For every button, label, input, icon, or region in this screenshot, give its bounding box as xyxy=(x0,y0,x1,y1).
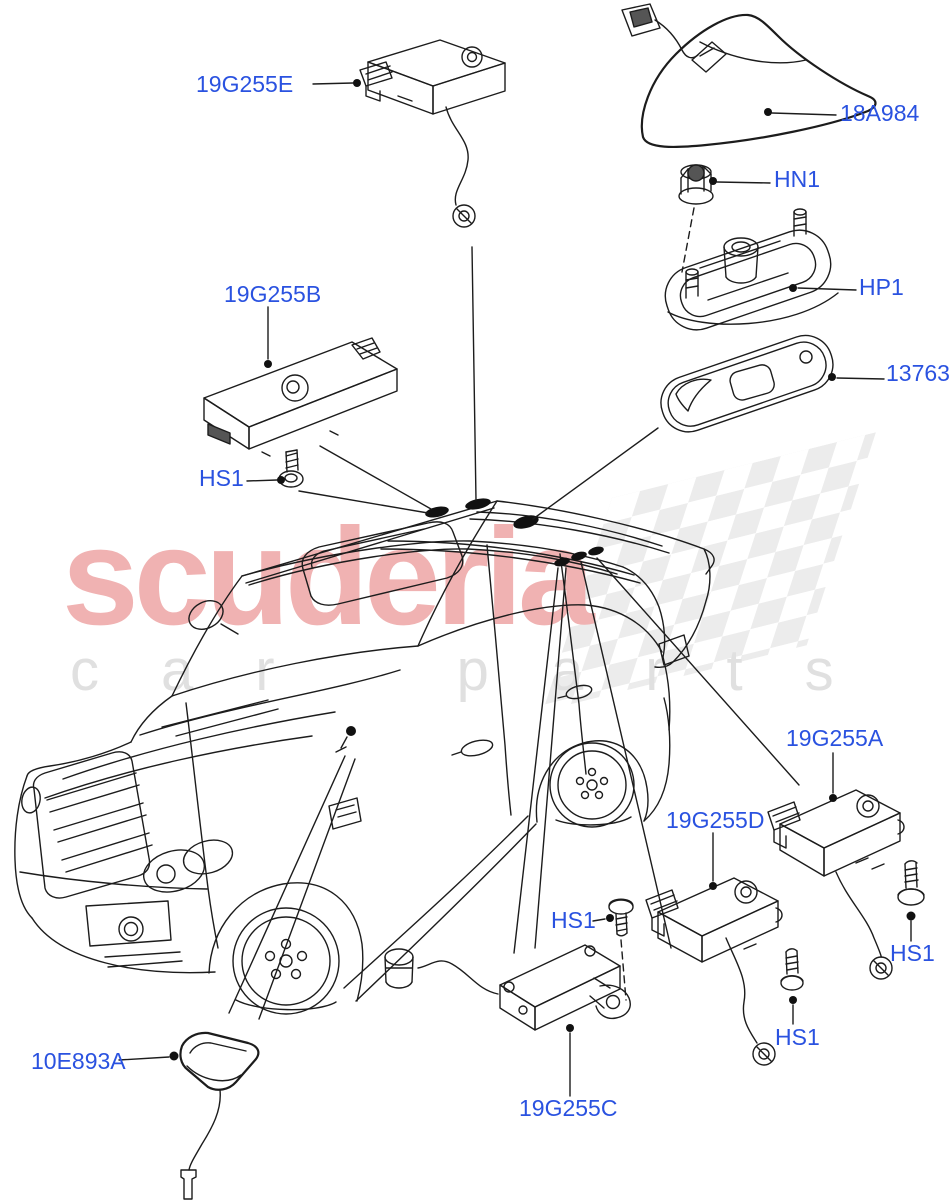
part-label-hs1-bottom[interactable]: HS1 xyxy=(775,1024,820,1050)
amplifier-d-sketch xyxy=(645,832,783,1066)
part-label-13763[interactable]: 13763 xyxy=(886,360,950,386)
screw-d-sketch xyxy=(780,948,804,1025)
part-label-hp1[interactable]: HP1 xyxy=(859,274,904,300)
part-label-19g255b[interactable]: 19G255B xyxy=(224,281,322,307)
part-label-18a984[interactable]: 18A984 xyxy=(840,100,920,126)
amplifier-b-sketch xyxy=(203,306,398,457)
part-label-19g255a[interactable]: 19G255A xyxy=(786,725,884,751)
vehicle-sketch xyxy=(14,498,715,1015)
part-label-hn1[interactable]: HN1 xyxy=(774,166,821,192)
part-label-19g255c[interactable]: 19G255C xyxy=(519,1095,618,1121)
part-label-19g255e[interactable]: 19G255E xyxy=(196,71,294,97)
part-label-19g255d[interactable]: 19G255D xyxy=(666,807,765,833)
nut-sketch xyxy=(678,164,771,273)
amplifier-a-sketch xyxy=(767,752,905,980)
part-label-hs1-centre[interactable]: HS1 xyxy=(551,907,596,933)
amplifier-c-sketch xyxy=(384,944,631,1097)
part-label-10e893a[interactable]: 10E893A xyxy=(31,1048,126,1074)
screw-b-sketch xyxy=(246,449,304,488)
part-label-hs1-left[interactable]: HS1 xyxy=(199,465,244,491)
tagline-watermark: car parts xyxy=(70,638,896,703)
gasket-sketch xyxy=(660,334,885,433)
mount-plate-sketch xyxy=(664,208,857,331)
leader-lines xyxy=(228,246,800,1020)
brand-watermark: scuderia xyxy=(62,500,595,654)
antenna-pod-sketch xyxy=(621,3,877,149)
amplifier-e-sketch xyxy=(312,39,506,228)
gps-antenna-sketch xyxy=(118,1031,260,1200)
screw-a-sketch xyxy=(897,860,925,942)
screw-c-sketch xyxy=(592,898,634,1001)
part-label-hs1-right[interactable]: HS1 xyxy=(890,940,935,966)
